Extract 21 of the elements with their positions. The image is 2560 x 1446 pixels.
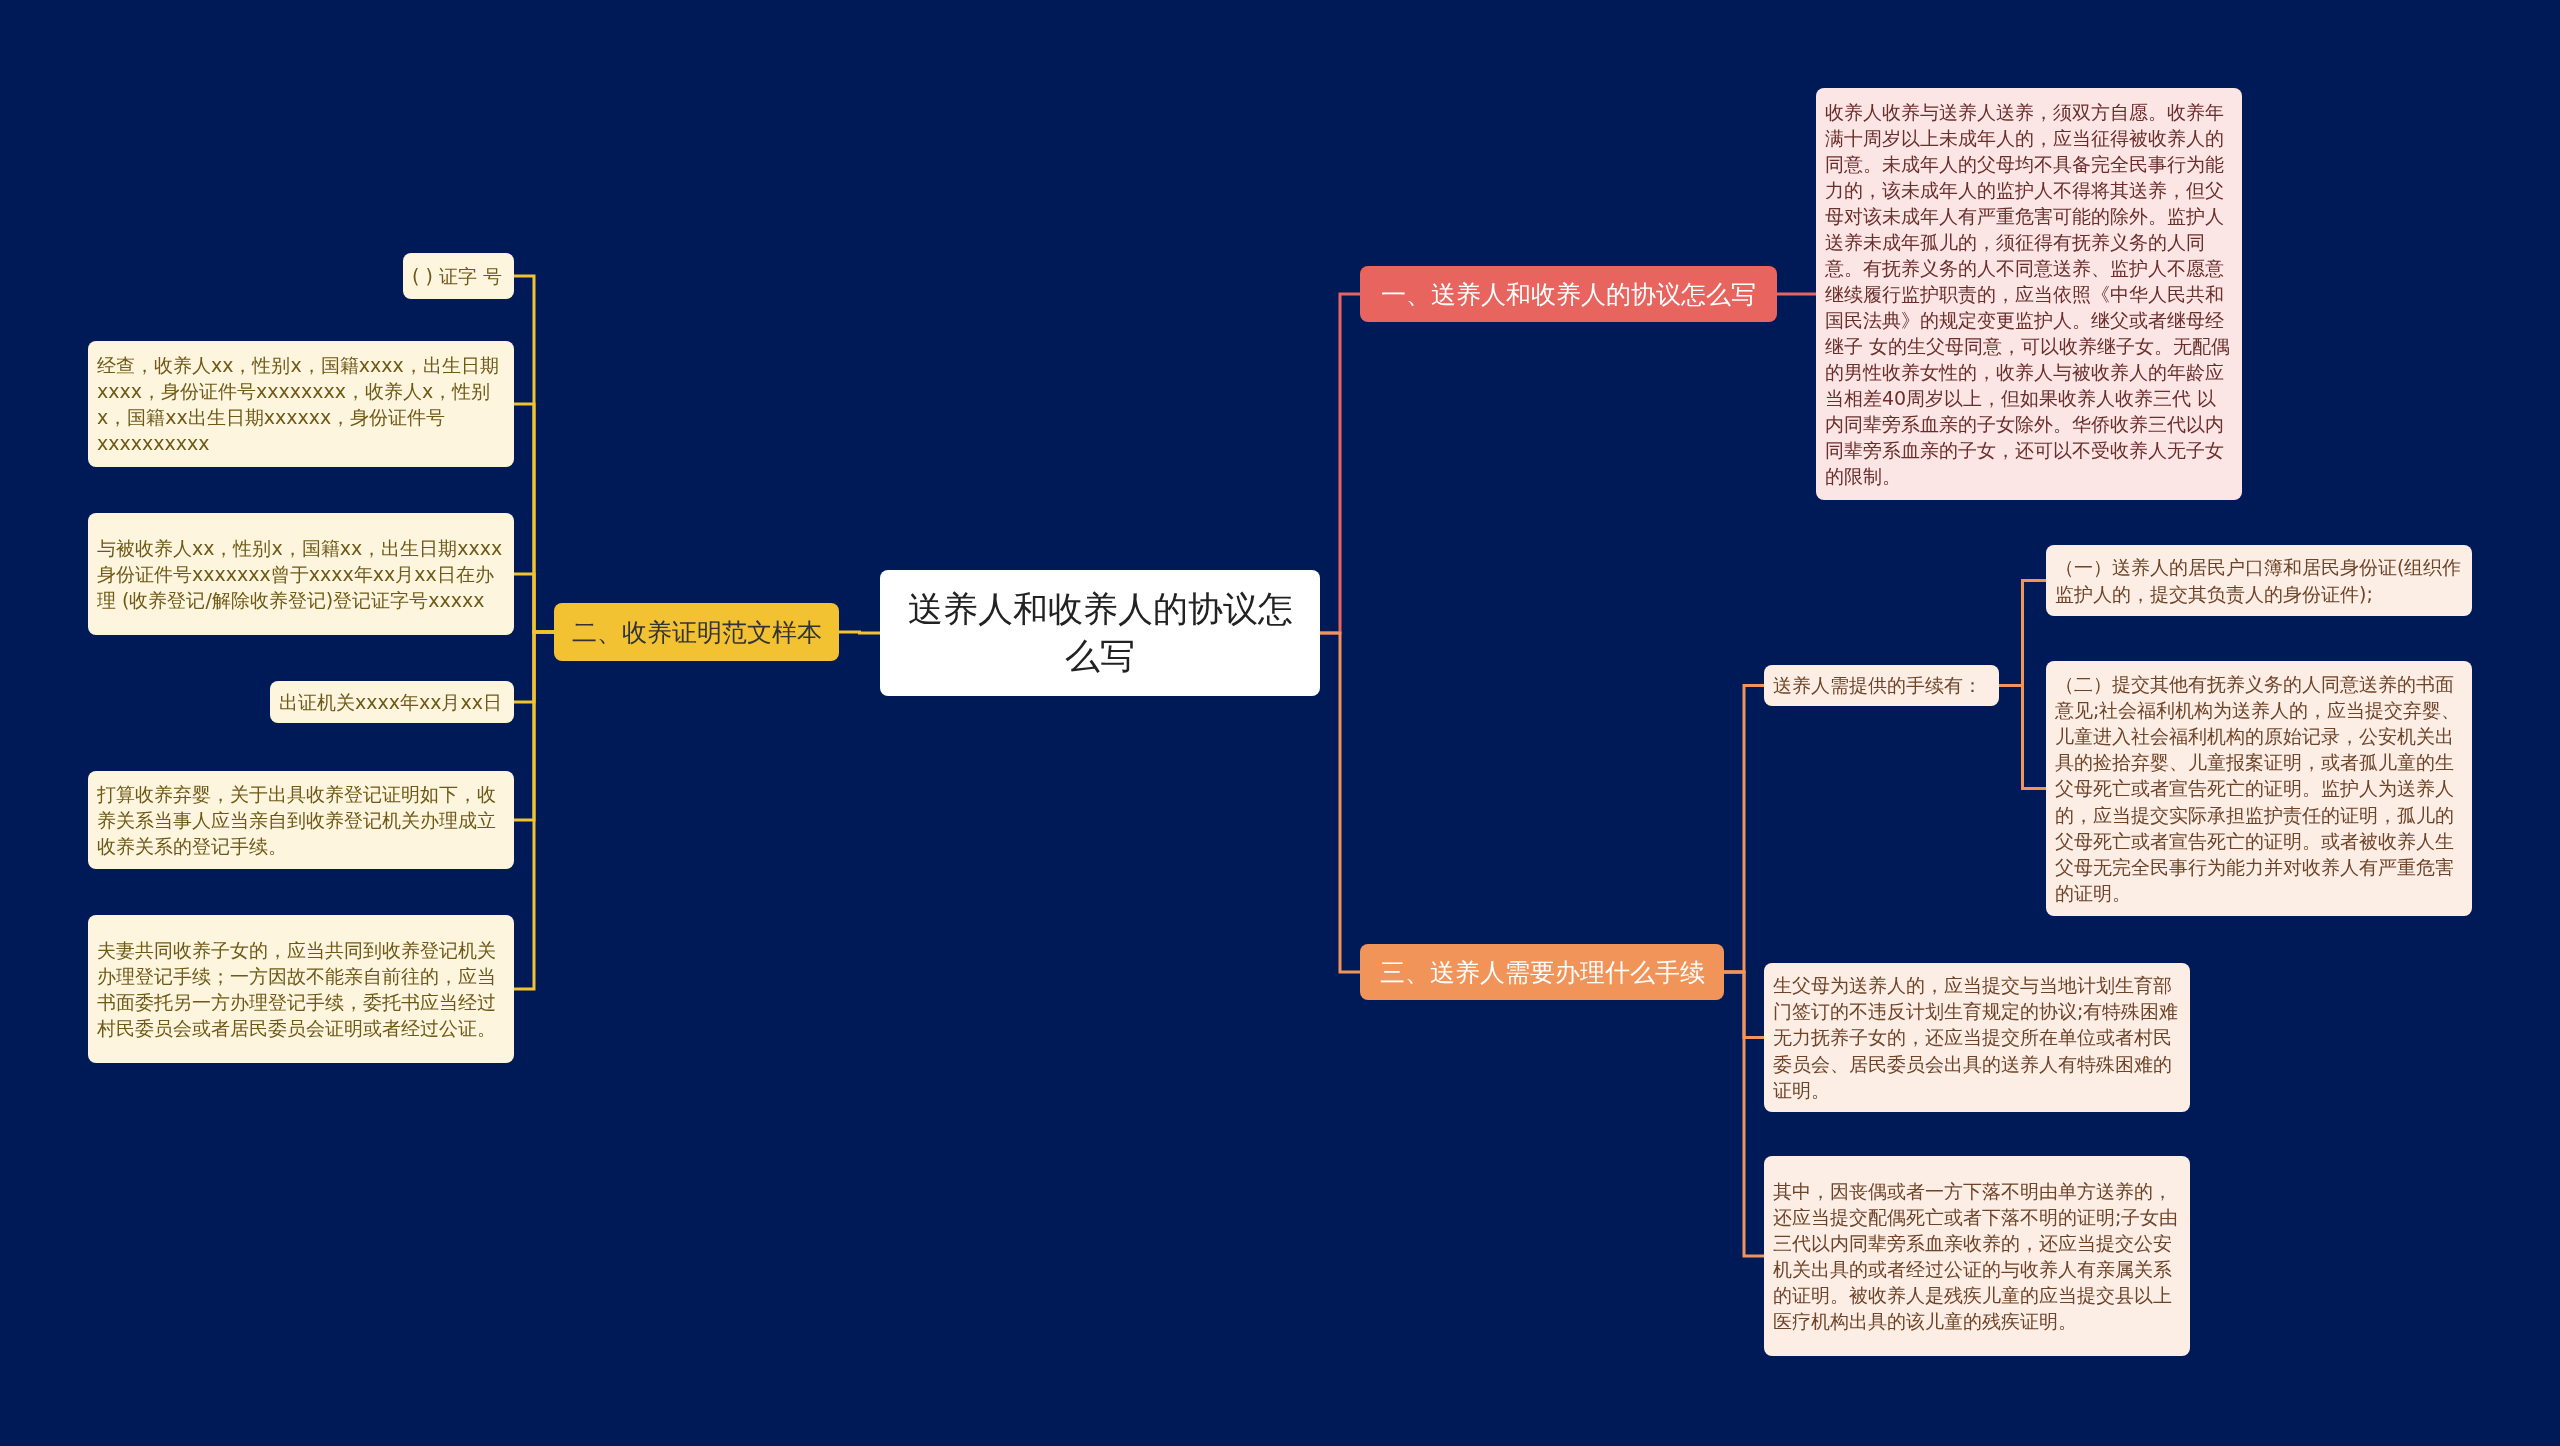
leaf-card: （一）送养人的居民户口簿和居民身份证(组织作监护人的，提交其负责人的身份证件); (2046, 545, 2472, 616)
leaf-card: （二）提交其他有抚养义务的人同意送养的书面意见;社会福利机构为送养人的，应当提交弃婴、儿童进入社会福利机构的原始记录，公安机关出具的捡拾弃婴、儿童报案证明，或者孤儿童的生父母死亡或者宣告死亡的证明。监护人为送养人的，应当提交实际承担监护责任的证明，孤儿的父母死亡或者宣告死亡的证明。或者被收养人生父母无完全民事行为能力并对收养人有严重危害的证明。 (2046, 661, 2472, 916)
connector-line (1724, 970, 1764, 1258)
connector-line (1777, 292, 1816, 296)
leaf-card: 送养人需提供的手续有： (1764, 665, 1999, 706)
leaf-card: 生父母为送养人的，应当提交与当地计划生育部门签订的不违反计划生育规定的协议;有特殊困难无力抚养子女的，还应当提交所在单位或者村民委员会、居民委员会出具的送养人有特殊困难的证明。 (1764, 963, 2190, 1112)
leaf-card: 夫妻共同收养子女的，应当共同到收养登记机关办理登记手续；一方因故不能亲自前往的，应当书面委托另一方办理登记手续，委托书应当经过村民委员会或者居民委员会证明或者经过公证。 (88, 915, 514, 1063)
central-topic: 送养人和收养人的协议怎么写 (880, 570, 1320, 696)
leaf-card: 其中，因丧偶或者一方下落不明由单方送养的，还应当提交配偶死亡或者下落不明的证明;子女由三代以内同辈旁系血亲收养的，还应当提交公安机关出具的或者经过公证的与收养人有亲属关系的证明。被收养人是残疾儿童的应当提交县以上医疗机构出具的该儿童的残疾证明。 (1764, 1156, 2190, 1356)
leaf-card: 经查，收养人xx，性别x，国籍xxxx，出生日期xxxx，身份证件号xxxxxxxx，收养人x，性别x，国籍xx出生日期xxxxxx，身份证件号xxxxxxxxxx (88, 341, 514, 467)
branch-topic: 三、送养人需要办理什么手续 (1360, 944, 1724, 1000)
leaf-card: 与被收养人xx，性别x，国籍xx，出生日期xxxx身份证件号xxxxxxx曾于xxxx年xx月xx日在办理 (收养登记/解除收养登记)登记证字号xxxxx (88, 513, 514, 635)
connector-line (839, 630, 880, 635)
branch-topic: 二、收养证明范文样本 (554, 603, 839, 661)
connector-line (1320, 631, 1360, 974)
branch-topic: 一、送养人和收养人的协议怎么写 (1360, 266, 1777, 322)
leaf-card: ( ) 证字 号 (403, 253, 514, 299)
leaf-card: 出证机关xxxx年xx月xx日 (270, 681, 514, 723)
connector-line (1999, 684, 2046, 790)
leaf-card: 收养人收养与送养人送养，须双方自愿。收养年满十周岁以上未成年人的，应当征得被收养人的同意。未成年人的父母均不具备完全民事行为能力的，该未成年人的监护人不得将其送养，但父母对该未成年人有严重危害可能的除外。监护人送养未成年孤儿的，须征得有抚养义务的人同意。有抚养义务的人不同意送养、监护人不愿意继续履行监护职责的，应当依照《中华人民共和国民法典》的规定变更监护人。继父或者继母经继子 女的生父母同意，可以收养继子女。无配偶的男性收养女性的，收养人与被收养人的年龄应当相差40周岁以上，但如果收养人收养三代 以内同辈旁系血亲的子女除外。华侨收养三代以内同辈旁系血亲的子女，还可以不受收养人无子女的限制。 (1816, 88, 2242, 500)
leaf-card: 打算收养弃婴，关于出具收养登记证明如下，收养关系当事人应当亲自到收养登记机关办理成立收养关系的登记手续。 (88, 771, 514, 869)
